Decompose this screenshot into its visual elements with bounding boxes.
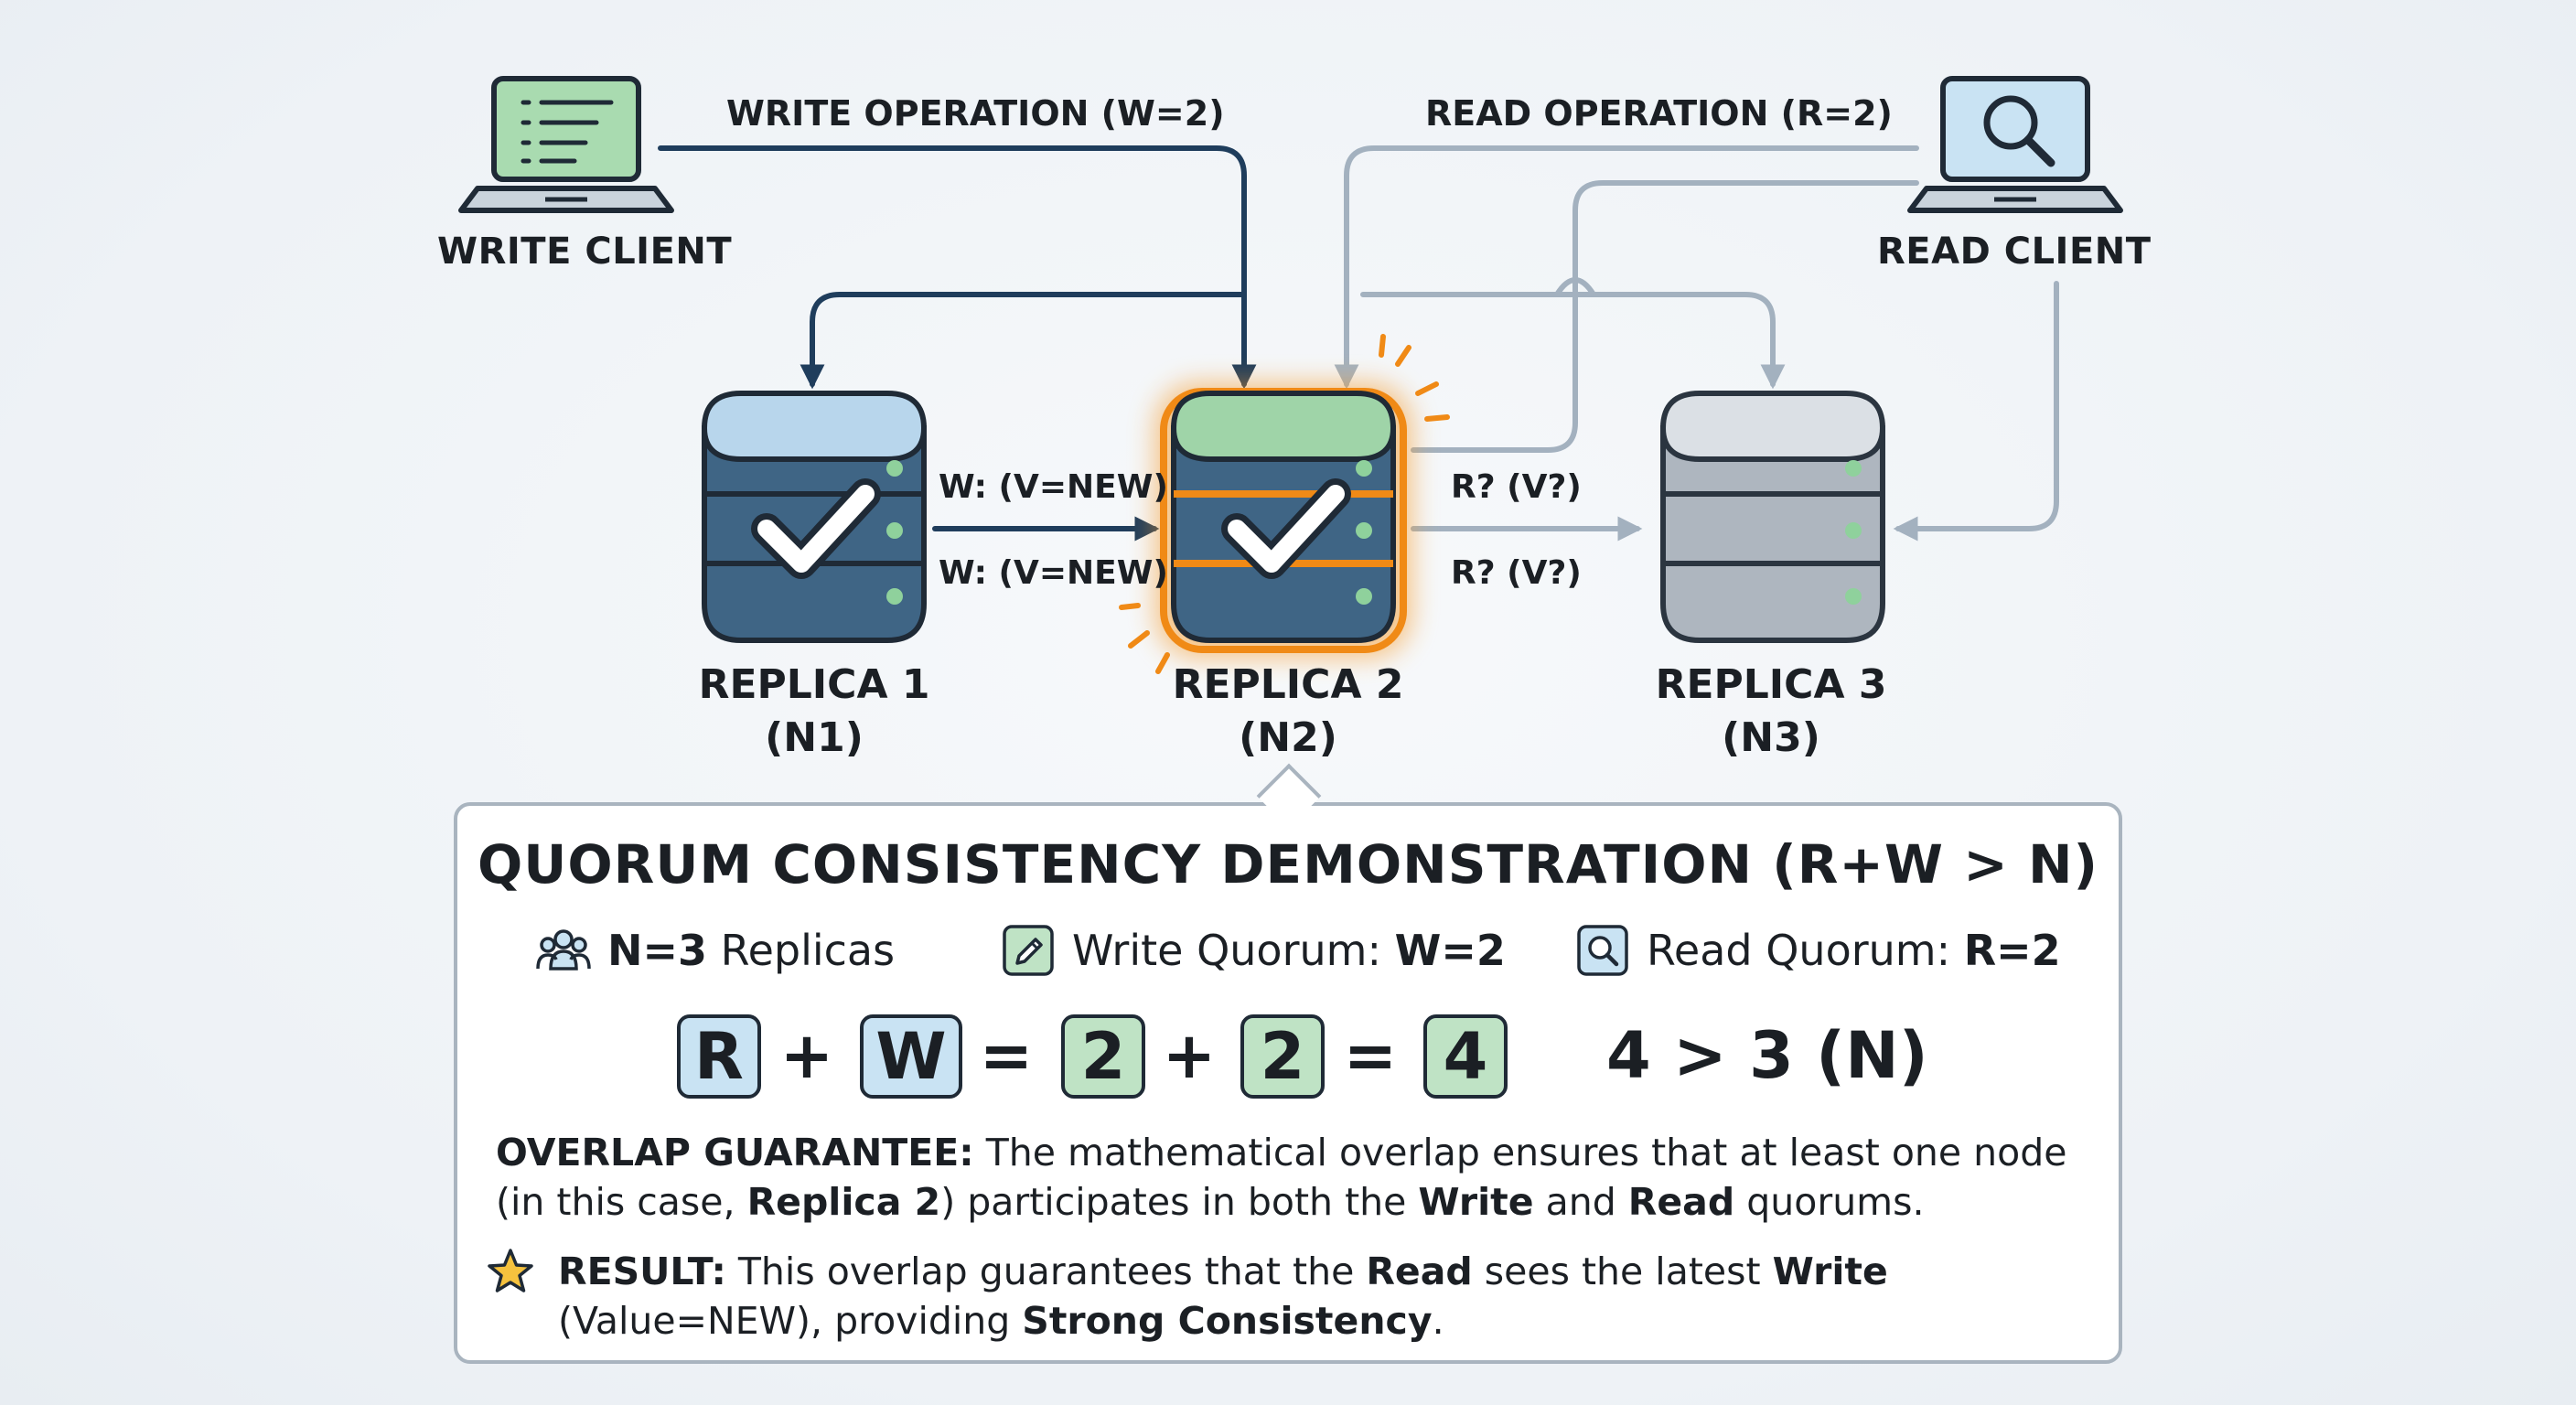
overlap-text-3: ) participates in both the (940, 1180, 1419, 1224)
overlap-text-4: and (1533, 1180, 1628, 1224)
result-text-2: sees the latest (1472, 1249, 1773, 1293)
overlap-read: Read (1627, 1180, 1735, 1224)
eq-plus-2: + (1162, 1018, 1217, 1093)
replica-1-label: REPLICA 1 (N1) (631, 659, 997, 765)
read-arrow-to-replica3-top (1360, 292, 1786, 390)
eq-box-r: R (677, 1014, 761, 1099)
result-label: RESULT: (558, 1249, 726, 1293)
param-replicas-value: N=3 (607, 926, 708, 975)
eq-inequality: 4 > 3 (N) (1606, 1018, 1928, 1093)
write-operation-label: WRITE OPERATION (W=2) (726, 93, 1225, 134)
write-arrow-to-replica2 (658, 145, 1257, 390)
quorum-parameters: N=3 Replicas Write Quorum: W=2 Read Quor… (457, 923, 2119, 996)
read-message-label-1: R? (V?) (1451, 468, 1582, 506)
param-write-value: W=2 (1394, 926, 1506, 975)
param-replicas: N=3 Replicas (536, 923, 895, 978)
eq-box-4: 4 (1423, 1014, 1508, 1099)
result-text-4: . (1432, 1299, 1444, 1343)
quorum-explanation-panel: QUORUM CONSISTENCY DEMONSTRATION (R+W > … (454, 802, 2122, 1364)
replica-3-label: REPLICA 3 (N3) (1588, 659, 1954, 765)
write-message-label-2: W: (V=NEW) (939, 554, 1168, 592)
replica-2-label: REPLICA 2 (N2) (1105, 659, 1471, 765)
result-text: RESULT: This overlap guarantees that the… (558, 1247, 2095, 1346)
replica-1-database-icon (701, 391, 928, 643)
param-write-quorum: Write Quorum: W=2 (1001, 923, 1506, 978)
read-return-from-replica2 (1411, 180, 1919, 453)
replica-2-database-icon (1119, 334, 1450, 674)
replica-2-name: REPLICA 2 (1172, 661, 1404, 708)
eq-plus-1: + (779, 1018, 834, 1093)
users-icon (536, 929, 591, 971)
result-text-1: This overlap guarantees that the (725, 1249, 1367, 1293)
read-paths (1334, 145, 2059, 542)
panel-title: QUORUM CONSISTENCY DEMONSTRATION (R+W > … (477, 833, 2099, 896)
overlap-replica: Replica 2 (746, 1180, 941, 1224)
overlap-text-2: (in this case, (496, 1180, 747, 1224)
result-text-3: (Value=NEW), providing (558, 1299, 1023, 1343)
laptop-document-icon (458, 76, 674, 213)
read-arrow-to-replica2 (1334, 145, 1919, 390)
replica-2-id: (N2) (1239, 714, 1337, 761)
overlap-guarantee-text: OVERLAP GUARANTEE: The mathematical over… (496, 1128, 2088, 1227)
param-write-text: Write Quorum: (1072, 926, 1395, 975)
replica-3-id: (N3) (1722, 714, 1820, 761)
eq-equals-2: = (1343, 1018, 1398, 1093)
param-read-value: R=2 (1963, 926, 2061, 975)
replica-3-database-icon (1659, 391, 1886, 643)
replica-1-id: (N1) (765, 714, 864, 761)
laptop-search-icon (1907, 76, 2123, 213)
param-replicas-text: Replicas (707, 926, 896, 975)
write-paths (658, 145, 1257, 542)
write-client-label: WRITE CLIENT (437, 231, 733, 273)
search-icon (1577, 925, 1628, 976)
read-path-crossing (1554, 277, 1596, 296)
param-read-text: Read Quorum: (1647, 926, 1964, 975)
pencil-icon (1003, 925, 1054, 976)
eq-equals-1: = (979, 1018, 1034, 1093)
read-operation-label: READ OPERATION (R=2) (1425, 93, 1893, 134)
write-arrow-to-replica1 (800, 292, 1247, 390)
write-message-label-1: W: (V=NEW) (939, 468, 1168, 506)
eq-box-2b: 2 (1240, 1014, 1325, 1099)
overlap-write: Write (1418, 1180, 1534, 1224)
highlight-sparks (1119, 334, 1450, 674)
read-message-label-2: R? (V?) (1451, 554, 1582, 592)
read-client-label: READ CLIENT (1877, 231, 2152, 273)
overlap-text-1: The mathematical overlap ensures that at… (973, 1131, 2067, 1174)
overlap-label: OVERLAP GUARANTEE: (496, 1131, 974, 1174)
read-arrow-to-replica3-side (1893, 281, 2059, 542)
replica-1-name: REPLICA 1 (698, 661, 930, 708)
quorum-equation: R + W = 2 + 2 = 4 4 > 3 (N) (457, 1014, 2119, 1115)
eq-box-2a: 2 (1061, 1014, 1145, 1099)
star-icon (488, 1249, 533, 1292)
overlap-text-5: quorums. (1734, 1180, 1925, 1224)
param-read-quorum: Read Quorum: R=2 (1575, 923, 2061, 978)
result-write: Write (1772, 1249, 1888, 1293)
result-read: Read (1366, 1249, 1473, 1293)
replica-3-name: REPLICA 3 (1655, 661, 1887, 708)
eq-box-w: W (860, 1014, 962, 1099)
result-strong: Strong Consistency (1022, 1299, 1433, 1343)
